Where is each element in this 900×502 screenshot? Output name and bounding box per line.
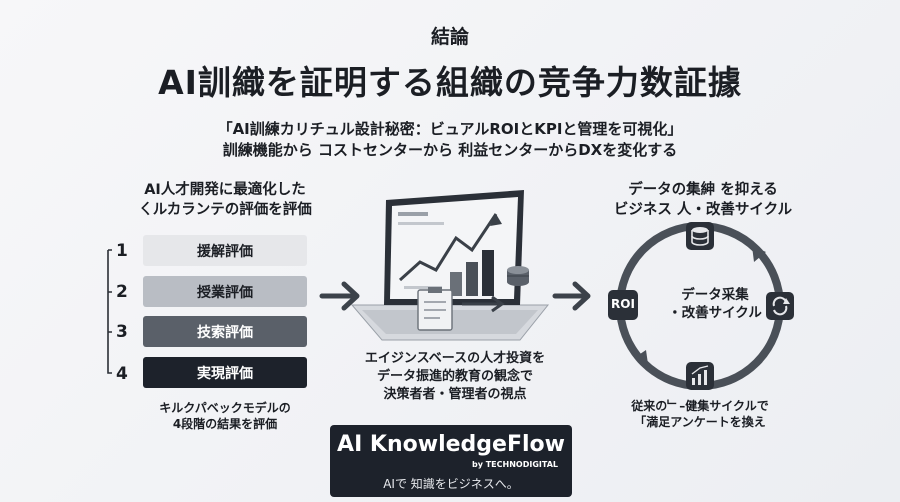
center-caption-line-2: データ振進的教育の観念で (376, 369, 533, 384)
level-number: 4 (116, 364, 128, 384)
roi-label: ROI (611, 297, 635, 311)
refresh-cycle-icon (766, 292, 794, 320)
subtitle-line-1: 「AI訓練カリチュル設計秘密：ビュアルROIとKPIと管理を可視化」 (217, 120, 683, 138)
level-bracket (107, 249, 112, 374)
brand-byline: by TECHNODIGITAL (472, 460, 558, 469)
brand-logo: AI KnowledgeFlow by TECHNODIGITAL AIで 知識… (330, 425, 572, 497)
arrow-right-icon (319, 281, 360, 311)
cycle-center-label: データ采集 ・改善サイクル (655, 286, 775, 322)
left-footer-line-2: 4段階の結果を評価 (172, 417, 278, 431)
right-footer-line-2: 「満足アンケートを換え (634, 415, 766, 429)
brand-tagline: AIで 知識をビジネスへ。 (383, 477, 519, 491)
level-number: 1 (116, 241, 128, 261)
right-footer: 従来の﹂–健集サイクルで 「満足アンケートを換え (620, 398, 780, 430)
cycle-center-line-2: ・改善サイクル (668, 305, 762, 321)
level-number: 3 (116, 322, 128, 342)
right-heading-line-2: ビジネス 人・改善サイクル (613, 202, 793, 218)
arrow-right-icon (552, 281, 591, 311)
page-title: AI訓織を証明する組織の竞争力数証據 (158, 63, 742, 102)
level-bar-4: 実現評価 (143, 357, 307, 388)
growth-chart-icon (686, 362, 714, 390)
center-caption-line-1: エイジンスベースの人才投資を (364, 351, 546, 366)
center-caption-line-3: 決策者者・管理者の視点 (383, 387, 527, 402)
left-footer: キルクパベックモデルの 4段階の結果を評価 (140, 400, 310, 432)
left-footer-line-1: キルクパベックモデルの (159, 401, 291, 415)
section-kicker: 結論 (430, 26, 469, 48)
subtitle-line-2: 訓練機能から コストセンターから 利益センターからDXを変化する (222, 141, 678, 159)
right-heading: データの集紳 を抑える ビジネス 人・改善サイクル (598, 180, 808, 220)
database-icon (686, 222, 714, 250)
level-number: 2 (116, 282, 128, 302)
left-heading-line-1: AI人才開発に最適化した (144, 182, 306, 198)
brand-name: AI KnowledgeFlow (337, 432, 565, 457)
left-heading-line-2: ㄑルカランテの評価を評価 (138, 202, 312, 218)
level-bar-3: 技索評価 (143, 316, 307, 347)
level-bar-2: 授業評価 (143, 276, 307, 307)
right-footer-line-1: 従来の﹂–健集サイクルで (631, 399, 769, 413)
center-caption: エイジンスベースの人才投資を データ振進的教育の観念で 決策者者・管理者の視点 (345, 350, 565, 404)
roi-badge (608, 290, 638, 320)
laptop-chart-icon (350, 190, 550, 341)
right-heading-line-1: データの集紳 を抑える (628, 182, 778, 198)
cycle-center-line-1: データ采集 (681, 287, 749, 303)
level-bar-1: 援解評価 (143, 235, 307, 266)
left-heading: AI人才開発に最適化した ㄑルカランテの評価を評価 (120, 180, 330, 220)
